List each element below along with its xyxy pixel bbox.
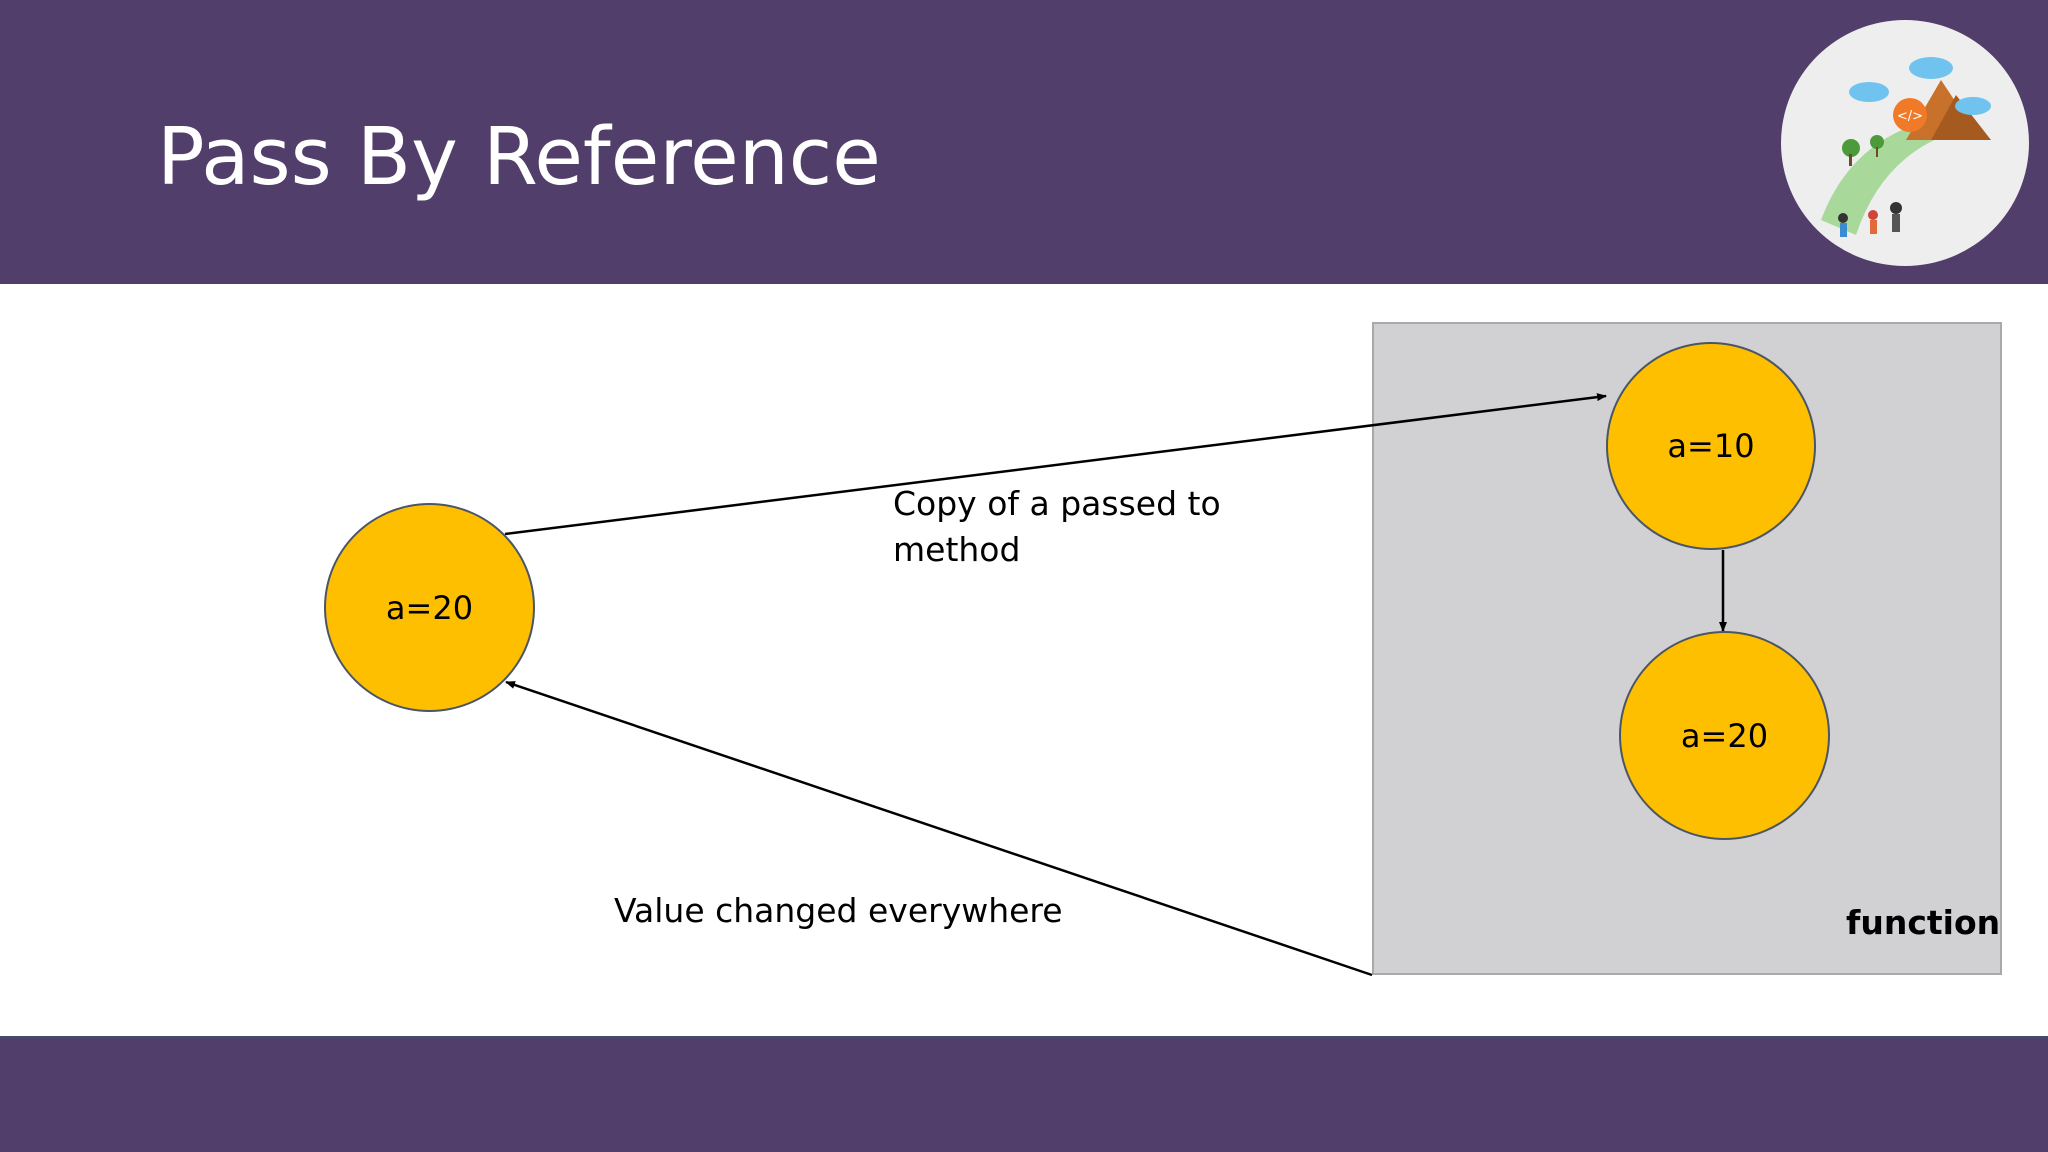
return-arrow (505, 680, 1373, 977)
function-label: function (1846, 903, 2001, 942)
logo-code-symbol: </> (1897, 109, 1923, 124)
coding-journey-logo-icon: </> (1781, 20, 2029, 266)
copy-arrow (504, 393, 1607, 536)
header-band: Pass By Reference </> (0, 0, 2048, 284)
copy-label-line2: method (893, 530, 1021, 569)
changed-label: Value changed everywhere (614, 891, 1063, 930)
function-node-updated: a=20 (1619, 631, 1830, 840)
outer-node: a=20 (324, 503, 535, 712)
function-node-initial: a=10 (1606, 342, 1816, 550)
slide-title: Pass By Reference (157, 111, 881, 203)
copy-label: Copy of a passed to method (893, 481, 1221, 573)
footer-band (0, 1036, 2048, 1152)
copy-label-line1: Copy of a passed to (893, 484, 1221, 523)
